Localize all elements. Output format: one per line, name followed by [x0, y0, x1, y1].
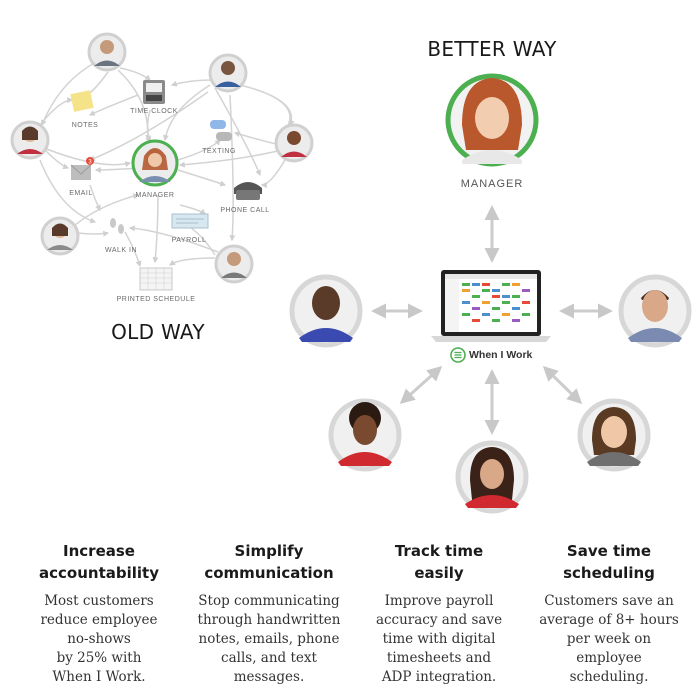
email-label: EMAIL	[69, 190, 93, 197]
feature-column-4: Save time scheduling Customers save an ave…	[524, 540, 694, 687]
feature-body-line: Most customers	[44, 593, 154, 609]
time-clock-label: TIME CLOCK	[130, 108, 178, 115]
schedule-grid	[462, 283, 530, 322]
feature-body-line: calls, and text	[221, 650, 317, 666]
walk-in-icon	[110, 218, 124, 234]
old-employee-avatar-top-right	[208, 53, 248, 93]
feature-body: Improve payroll accuracy and save time wit…	[354, 592, 524, 687]
feature-body-line: average of 8+ hours	[539, 612, 679, 628]
feature-title-line: Increase	[63, 542, 135, 560]
feature-title: Track time easily	[354, 540, 524, 584]
features-row: Increase accountability Most customers red…	[14, 540, 694, 687]
notes-label: NOTES	[71, 122, 99, 129]
feature-body-line: scheduling.	[569, 669, 649, 685]
better-manager-avatar	[445, 73, 539, 167]
feature-body-line: time with digital	[382, 631, 496, 647]
employee-avatar-right	[618, 274, 692, 348]
feature-body-line: When I Work.	[52, 669, 146, 685]
feature-body-line: employee	[576, 650, 642, 666]
feature-title-line: scheduling	[563, 564, 655, 582]
brand-logo-icon	[450, 347, 466, 363]
old-employee-avatar-left	[10, 120, 50, 160]
feature-body-line: no-shows	[67, 631, 131, 647]
feature-title-line: accountability	[39, 564, 159, 582]
employee-avatar-bottom-left	[328, 398, 402, 472]
better-way-title: BETTER WAY	[427, 37, 557, 61]
feature-body: Customers save an average of 8+ hours per …	[524, 592, 694, 687]
employee-avatar-bottom-right	[577, 398, 651, 472]
payroll-label: PAYROLL	[171, 237, 207, 244]
brand-name: When I Work	[469, 349, 533, 361]
phone-call-label: PHONE CALL	[220, 207, 270, 214]
feature-column-3: Track time easily Improve payroll accuracy…	[354, 540, 524, 687]
texting-icon	[210, 120, 232, 141]
feature-body-line: timesheets and	[386, 650, 492, 666]
feature-body: Stop communicating through handwritten not…	[184, 592, 354, 687]
feature-body-line: accuracy and save	[375, 612, 503, 628]
feature-body-line: messages.	[233, 669, 305, 685]
feature-title-line: Track time	[394, 542, 484, 560]
time-clock-icon	[143, 80, 165, 104]
feature-body-line: reduce employee	[40, 612, 158, 628]
feature-body-line: per week on	[566, 631, 652, 647]
printed-schedule-icon	[139, 267, 173, 291]
old-employee-avatar-bottom-left	[40, 216, 80, 256]
phone-icon	[234, 182, 262, 200]
feature-title: Simplify communication	[184, 540, 354, 584]
feature-body-line: by 25% with	[56, 650, 142, 666]
feature-title-line: easily	[414, 564, 464, 582]
better-manager-label: MANAGER	[460, 178, 524, 190]
notes-icon	[70, 90, 94, 112]
feature-title-line: Simplify	[234, 542, 304, 560]
employee-avatar-bottom-center	[455, 440, 529, 514]
feature-title-line: communication	[204, 564, 334, 582]
feature-body-line: Stop communicating	[198, 593, 340, 609]
old-employee-avatar-bottom-right	[214, 244, 254, 284]
old-way-arrows	[39, 59, 295, 268]
payroll-icon	[171, 213, 209, 229]
email-badge: 3	[88, 160, 92, 166]
old-employee-avatar-right	[274, 123, 314, 163]
feature-column-1: Increase accountability Most customers red…	[14, 540, 184, 687]
feature-body-line: notes, emails, phone	[198, 631, 340, 647]
old-way-title: OLD WAY	[111, 320, 205, 344]
feature-body-line: Improve payroll	[384, 593, 494, 609]
employee-avatar-left	[289, 274, 363, 348]
printed-schedule-label: PRINTED SCHEDULE	[116, 296, 196, 303]
feature-title-line: Save time	[566, 542, 652, 560]
feature-title: Increase accountability	[14, 540, 184, 584]
texting-label: TEXTING	[202, 148, 236, 155]
better-way-arrows	[371, 205, 613, 435]
walk-in-label: WALK IN	[104, 247, 138, 254]
old-manager-avatar	[131, 139, 179, 187]
feature-title: Save time scheduling	[524, 540, 694, 584]
old-manager-label: MANAGER	[135, 192, 175, 199]
feature-body-line: through handwritten	[197, 612, 341, 628]
feature-body-line: ADP integration.	[381, 669, 497, 685]
laptop-icon	[431, 270, 551, 342]
email-icon: 3	[70, 157, 94, 180]
feature-column-2: Simplify communication Stop communicating…	[184, 540, 354, 687]
feature-body: Most customers reduce employee no-shows by …	[14, 592, 184, 687]
feature-body-line: Customers save an	[544, 593, 674, 609]
old-employee-avatar-top	[87, 32, 127, 72]
